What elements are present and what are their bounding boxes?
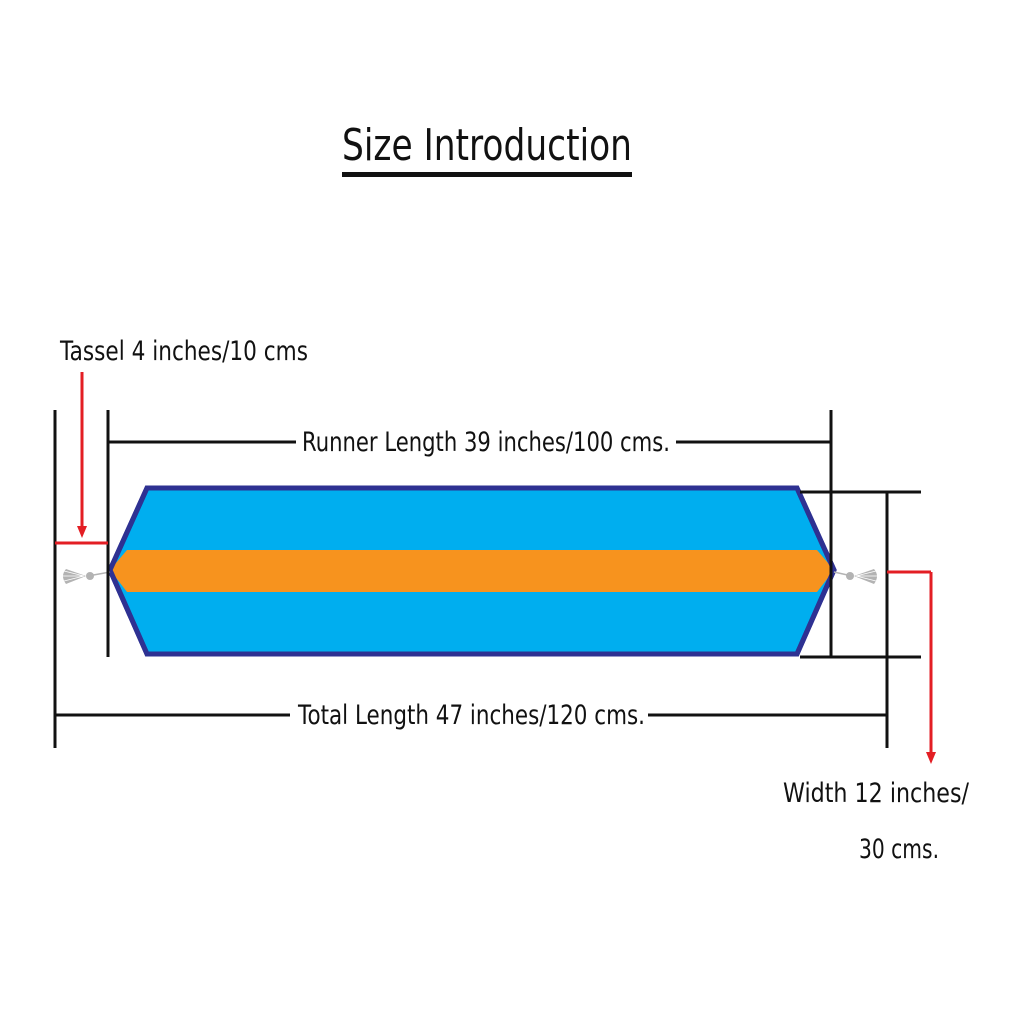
- runner-length-label: Runner Length 39 inches/100 cms.: [302, 427, 670, 458]
- total-length-label: Total Length 47 inches/120 cms.: [297, 700, 645, 731]
- tassel-right-fringe: [854, 569, 877, 584]
- tassel-right-fringe-lines: [855, 570, 878, 582]
- tassel-left-fringe: [63, 569, 86, 584]
- tassel-right-knot: [846, 572, 854, 580]
- tassel-label: Tassel 4 inches/10 cms: [59, 336, 308, 367]
- width-pointer: [887, 570, 936, 764]
- extension-lines: [53, 410, 921, 748]
- diagram-title: Size Introduction: [342, 120, 632, 171]
- tassel-left-fringe-lines: [62, 570, 85, 582]
- runner-outline: [107, 485, 837, 657]
- tassel-left: [62, 569, 111, 584]
- runner-center-stripe: [110, 550, 834, 592]
- tassel-left-knot: [86, 572, 94, 580]
- tassel-pointer-arrowhead: [77, 526, 87, 538]
- width-pointer-arrowhead: [926, 752, 936, 764]
- width-label-line1: Width 12 inches/: [783, 778, 970, 809]
- tassel-right: [833, 569, 878, 584]
- tassel-pointer: [55, 372, 108, 545]
- title-underline: [342, 172, 632, 177]
- width-label-line2: 30 cms.: [859, 834, 939, 865]
- table-runner: [107, 485, 837, 657]
